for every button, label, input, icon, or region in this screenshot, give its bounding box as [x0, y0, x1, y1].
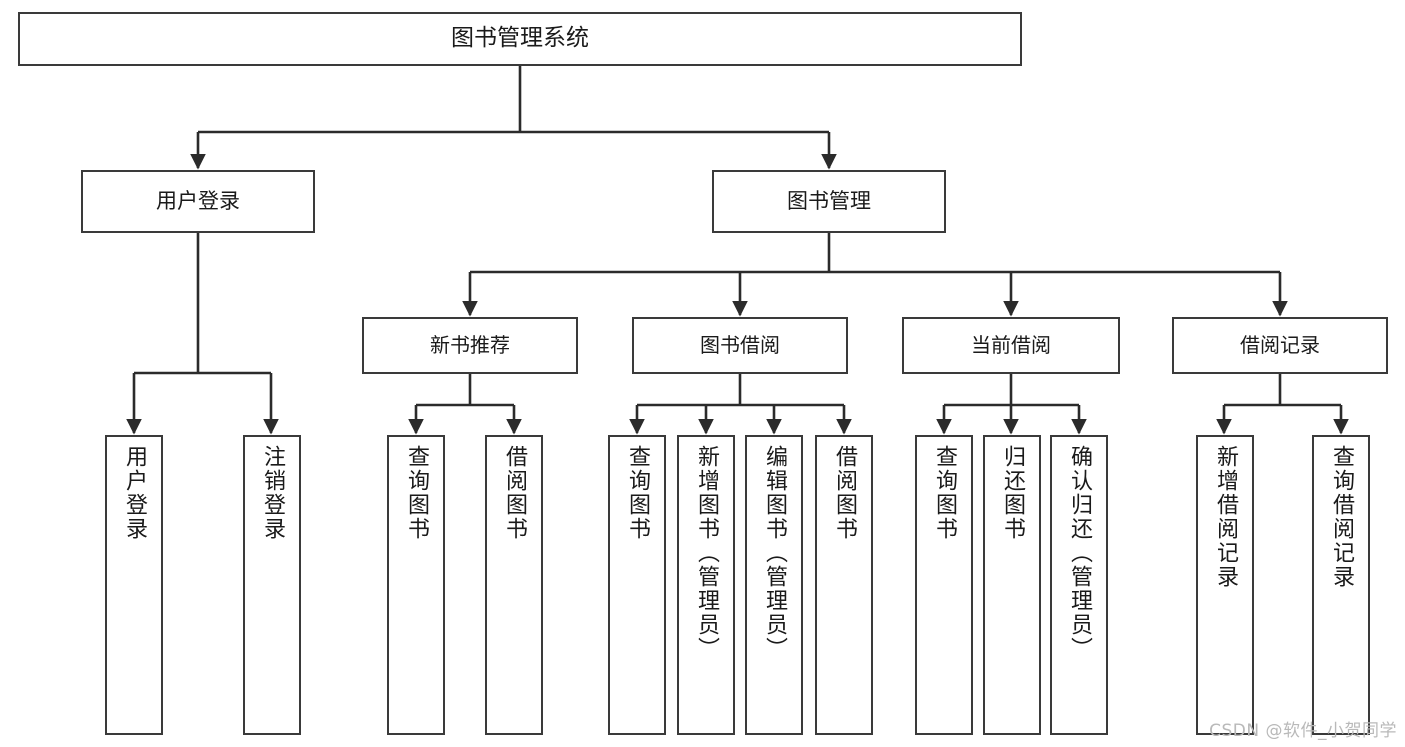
node-label: 查询图书: [404, 445, 429, 541]
leaf-recommend-borrow-book[interactable]: 借阅图书: [485, 435, 543, 735]
leaf-current-return-book[interactable]: 归还图书: [983, 435, 1041, 735]
node-label: 图书管理系统: [451, 25, 589, 52]
node-label: 查询借阅记录: [1329, 445, 1354, 589]
node-label: 图书管理: [787, 188, 871, 213]
node-label: 借阅图书: [832, 445, 857, 541]
node-label: 查询图书: [932, 445, 957, 541]
node-book-management[interactable]: 图书管理: [712, 170, 946, 233]
node-borrow-record[interactable]: 借阅记录: [1172, 317, 1388, 374]
leaf-user-login-logout[interactable]: 注销登录: [243, 435, 301, 735]
leaf-borrow-borrow-book[interactable]: 借阅图书: [815, 435, 873, 735]
csdn-watermark: CSDN @软件_小贺同学: [1209, 721, 1397, 741]
node-label: 注销登录: [260, 445, 285, 541]
node-label: 查询图书: [625, 445, 650, 541]
node-current-borrow[interactable]: 当前借阅: [902, 317, 1120, 374]
node-user-login[interactable]: 用户登录: [81, 170, 315, 233]
node-root-system[interactable]: 图书管理系统: [18, 12, 1022, 66]
leaf-record-add-record[interactable]: 新增借阅记录: [1196, 435, 1254, 735]
node-label: 新书推荐: [430, 333, 510, 358]
node-label: 借阅图书: [502, 445, 527, 541]
node-label: 图书借阅: [700, 333, 780, 358]
node-new-book-recommend[interactable]: 新书推荐: [362, 317, 578, 374]
leaf-recommend-query-book[interactable]: 查询图书: [387, 435, 445, 735]
node-book-borrow[interactable]: 图书借阅: [632, 317, 848, 374]
leaf-current-query-book[interactable]: 查询图书: [915, 435, 973, 735]
node-label: 新增借阅记录: [1213, 445, 1238, 589]
node-label: 借阅记录: [1240, 333, 1320, 358]
leaf-user-login-login[interactable]: 用户登录: [105, 435, 163, 735]
node-label: 新增图书（管理员）: [694, 445, 719, 661]
leaf-current-confirm-return-admin[interactable]: 确认归还（管理员）: [1050, 435, 1108, 735]
node-label: 当前借阅: [971, 333, 1051, 358]
leaf-borrow-add-book-admin[interactable]: 新增图书（管理员）: [677, 435, 735, 735]
node-label: 编辑图书（管理员）: [762, 445, 787, 661]
leaf-borrow-edit-book-admin[interactable]: 编辑图书（管理员）: [745, 435, 803, 735]
node-label: 确认归还（管理员）: [1067, 445, 1092, 661]
leaf-borrow-query-book[interactable]: 查询图书: [608, 435, 666, 735]
leaf-record-query-record[interactable]: 查询借阅记录: [1312, 435, 1370, 735]
node-label: 用户登录: [122, 445, 147, 541]
node-label: 归还图书: [1000, 445, 1025, 541]
node-label: 用户登录: [156, 188, 240, 213]
